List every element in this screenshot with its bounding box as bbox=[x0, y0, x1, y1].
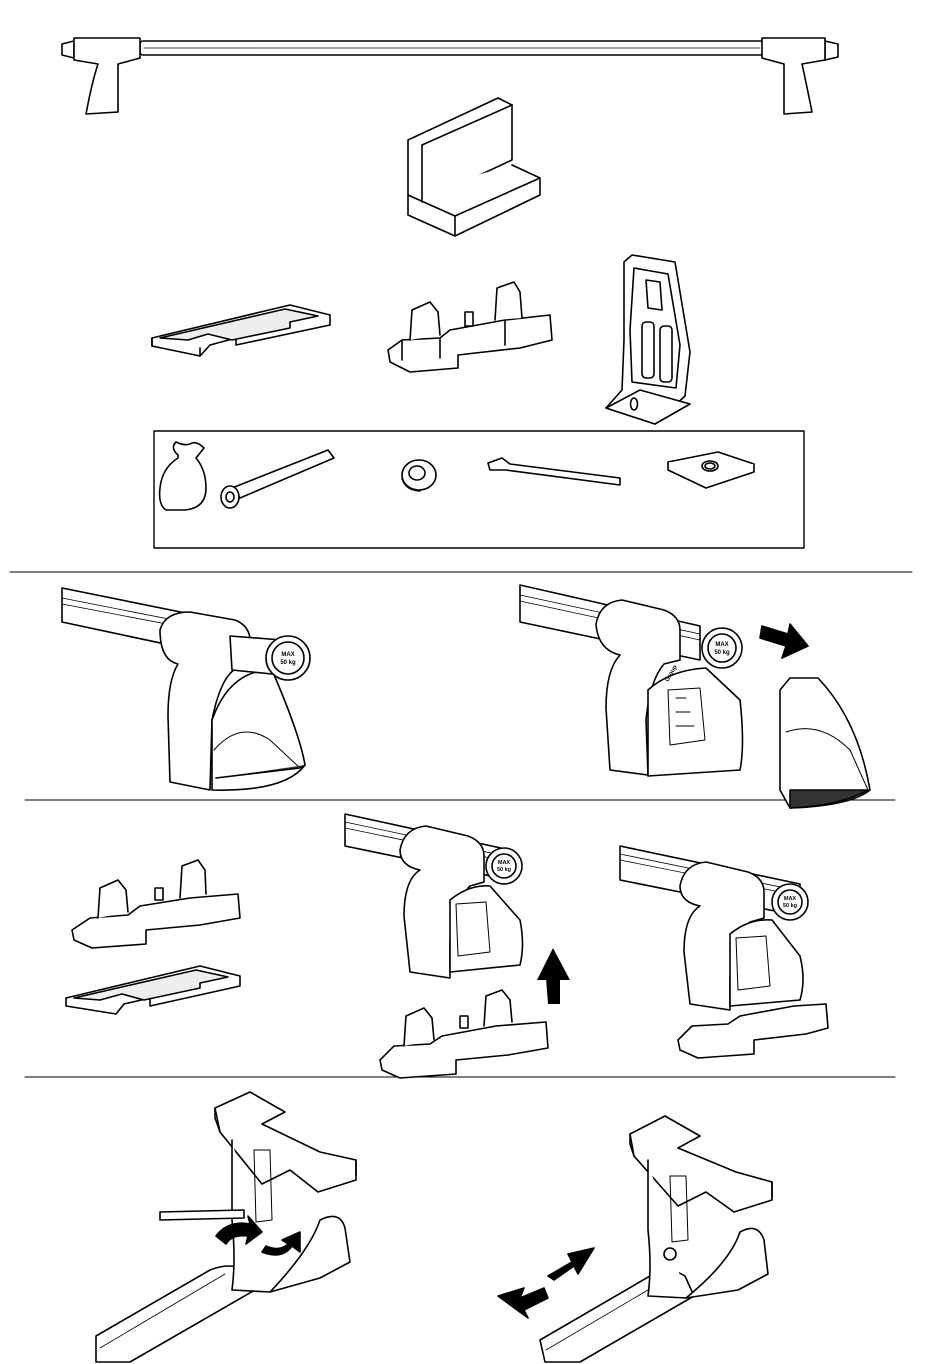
left-foot bbox=[74, 38, 140, 114]
step-5-adjust-position bbox=[498, 1116, 772, 1362]
step-3-foot-on-bar: MAX 50 kg bbox=[345, 814, 570, 1078]
load-label: 50 kg bbox=[783, 903, 797, 909]
foot-base-part bbox=[388, 282, 552, 372]
max-label: MAX bbox=[784, 896, 797, 902]
load-label: 50 kg bbox=[714, 650, 730, 656]
washer-icon bbox=[402, 460, 436, 491]
load-label: 50 kg bbox=[280, 660, 296, 666]
arrow-up-icon bbox=[537, 948, 570, 1004]
rotate-arrow-icon bbox=[262, 1232, 300, 1255]
right-foot bbox=[762, 38, 825, 114]
double-arrow-icon bbox=[498, 1288, 548, 1318]
right-end-cap bbox=[825, 41, 838, 60]
max-label: MAX bbox=[281, 652, 294, 658]
load-label: 50 kg bbox=[497, 867, 511, 873]
double-arrow-icon bbox=[548, 1248, 594, 1280]
left-end-cap bbox=[62, 41, 74, 58]
step-2-remove-cover: Group MAX 50 kg bbox=[520, 585, 870, 808]
max-label: MAX bbox=[498, 860, 511, 866]
mounting-bracket-part bbox=[606, 255, 690, 424]
step-3-foot-base bbox=[66, 860, 240, 1014]
packaging-box bbox=[408, 98, 540, 236]
step-3-assembled-result: MAX 50 kg bbox=[620, 846, 828, 1058]
step-4-tighten bbox=[96, 1092, 356, 1362]
roof-bar-overview bbox=[62, 38, 838, 114]
arrow-right-icon bbox=[760, 624, 808, 658]
step-1-assembled-foot: MAX 50 kg bbox=[62, 588, 310, 790]
max-label: MAX bbox=[715, 642, 728, 648]
rubber-pad-part bbox=[152, 305, 330, 356]
